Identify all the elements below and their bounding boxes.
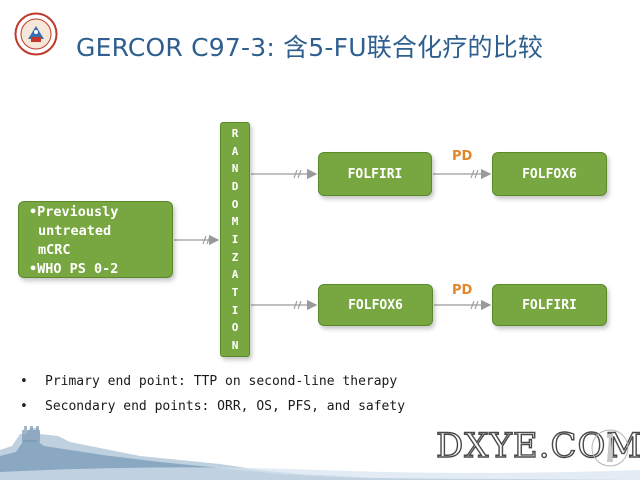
rand-letter: I bbox=[231, 232, 239, 246]
patient-criterion-1-cont-2: mCRC bbox=[38, 242, 71, 258]
rand-letter: O bbox=[231, 197, 239, 211]
arm2-progression-label: PD bbox=[452, 283, 473, 298]
patient-criterion-1: •Previously bbox=[29, 204, 119, 220]
patient-population-box: •Previously untreated mCRC •WHO PS 0-2 bbox=[18, 201, 173, 278]
university-seal-logo bbox=[14, 12, 58, 56]
arm2-second-line-regimen: FOLFIRI bbox=[492, 284, 607, 326]
rand-letter: R bbox=[231, 127, 239, 140]
watermark-text: DXYE.COM bbox=[435, 425, 640, 466]
arm2-first-line-regimen: FOLFOX6 bbox=[318, 284, 433, 326]
rand-letter: A bbox=[231, 268, 239, 282]
patient-criterion-2: •WHO PS 0-2 bbox=[29, 261, 119, 277]
rand-letter: T bbox=[231, 285, 239, 299]
rand-letter: D bbox=[231, 179, 239, 193]
rand-letter: N bbox=[231, 162, 239, 176]
secondary-endpoints: • Secondary end points: ORR, OS, PFS, an… bbox=[20, 399, 406, 414]
great-wall-footer-art bbox=[0, 426, 640, 480]
patient-criterion-1-cont: untreated bbox=[38, 223, 112, 239]
primary-endpoint: • Primary end point: TTP on second-line … bbox=[20, 374, 398, 389]
rand-letter: N bbox=[231, 338, 239, 352]
rand-letter: O bbox=[231, 321, 239, 335]
arm1-second-line-regimen: FOLFOX6 bbox=[492, 152, 607, 196]
slide-title: GERCOR C97-3: 含5-FU联合化疗的比较 bbox=[76, 33, 544, 62]
rand-letter: M bbox=[231, 215, 239, 229]
randomization-box: R A N D O M I Z A T I O N bbox=[220, 122, 250, 357]
rand-letter: Z bbox=[231, 250, 239, 264]
rand-letter: I bbox=[231, 303, 239, 317]
rand-letter: A bbox=[231, 144, 239, 158]
arm1-first-line-regimen: FOLFIRI bbox=[318, 152, 432, 196]
endpoints-list: • Primary end point: TTP on second-line … bbox=[20, 374, 620, 424]
arm1-progression-label: PD bbox=[452, 149, 473, 164]
lighthouse-icon bbox=[591, 429, 629, 467]
